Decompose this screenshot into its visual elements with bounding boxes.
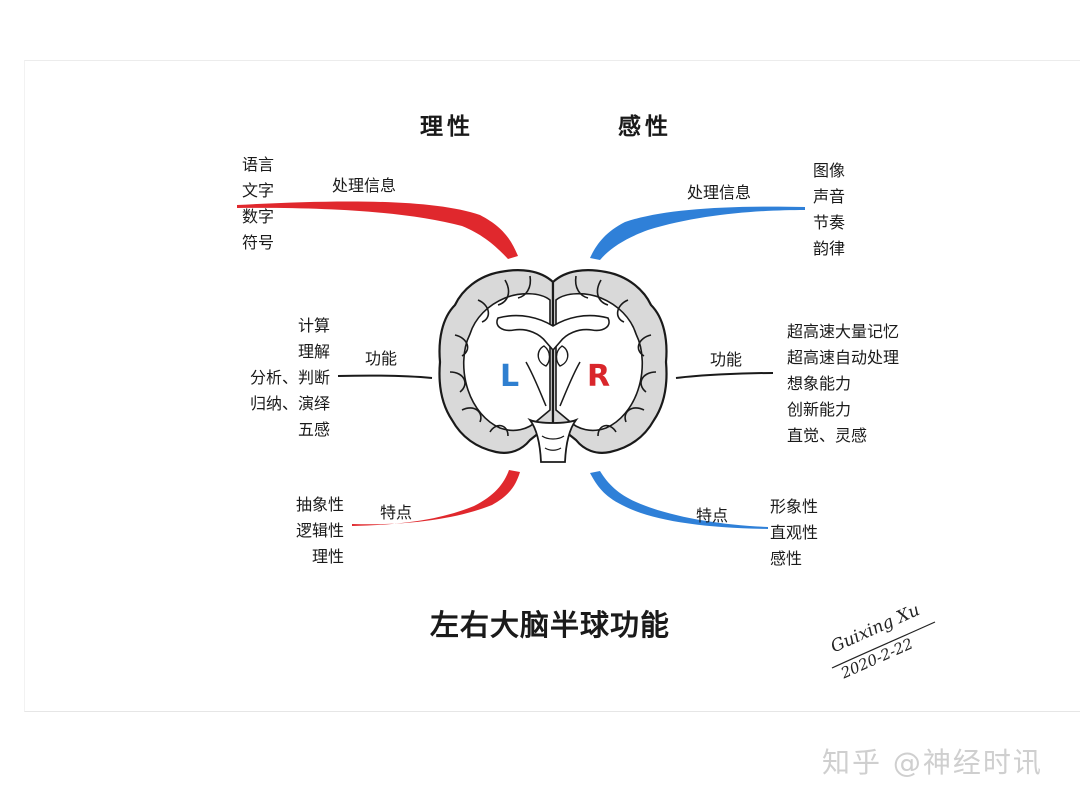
brain-illustration	[438, 269, 668, 463]
right-function-item: 超高速自动处理	[787, 348, 900, 367]
right-function-label: 功能	[710, 350, 743, 369]
left-function-item: 归纳、演绎	[249, 394, 330, 413]
left-info-connector	[237, 201, 518, 259]
right-info-item: 节奏	[813, 213, 846, 232]
right-function-item: 超高速大量记忆	[787, 322, 900, 341]
right-function-list: 超高速大量记忆超高速自动处理想象能力创新能力直觉、灵感	[787, 319, 899, 449]
right-info-item: 韵律	[813, 239, 846, 258]
left-trait-label: 特点	[380, 503, 413, 522]
left-trait-list: 抽象性逻辑性理性	[296, 492, 344, 570]
right-info-label: 处理信息	[687, 183, 752, 202]
thalamus-left	[537, 345, 551, 367]
right-info-item: 声音	[813, 187, 846, 206]
right-info-list: 图像声音节奏韵律	[813, 158, 845, 262]
right-function-connector	[675, 372, 774, 379]
heading-emotional: 感性	[618, 114, 672, 140]
left-trait-item: 逻辑性	[295, 521, 344, 540]
right-trait-item: 形象性	[770, 497, 819, 516]
right-info-item: 图像	[813, 161, 846, 180]
left-info-label: 处理信息	[332, 176, 397, 195]
left-function-label: 功能	[365, 349, 398, 368]
left-trait-item: 抽象性	[295, 495, 344, 514]
right-trait-list: 形象性直观性感性	[770, 494, 818, 572]
left-function-connector	[337, 374, 433, 379]
right-info-connector	[590, 206, 805, 260]
left-function-item: 计算	[297, 316, 330, 335]
diagram-caption: 左右大脑半球功能	[430, 608, 671, 642]
left-info-item: 文字	[242, 181, 275, 200]
left-function-item: 分析、判断	[249, 368, 330, 387]
left-info-list: 语言文字数字符号	[242, 152, 274, 256]
heading-rational: 理性	[420, 114, 474, 140]
right-hemisphere-letter: R	[587, 359, 611, 394]
right-function-item: 创新能力	[787, 400, 852, 419]
right-trait-connector	[590, 471, 768, 529]
right-function-item: 想象能力	[787, 374, 852, 393]
left-trait-connector	[352, 470, 520, 526]
left-function-list: 计算理解分析、判断归纳、演绎五感	[250, 313, 330, 443]
right-trait-item: 直观性	[770, 523, 819, 542]
left-info-item: 数字	[242, 207, 275, 226]
left-info-item: 符号	[242, 233, 275, 252]
left-hemisphere-letter: L	[500, 359, 520, 394]
right-trait-item: 感性	[770, 549, 803, 568]
right-trait-label: 特点	[696, 506, 729, 525]
corpus-callosum	[496, 314, 610, 352]
brainstem	[527, 417, 579, 463]
left-info-item: 语言	[242, 155, 275, 174]
left-function-item: 五感	[297, 420, 330, 439]
right-function-item: 直觉、灵感	[787, 426, 868, 445]
left-function-item: 理解	[297, 342, 330, 361]
watermark: 知乎 @神经时讯	[822, 746, 1043, 779]
thalamus-right	[555, 345, 569, 367]
left-trait-item: 理性	[311, 547, 344, 566]
signature-flourish	[831, 621, 936, 669]
